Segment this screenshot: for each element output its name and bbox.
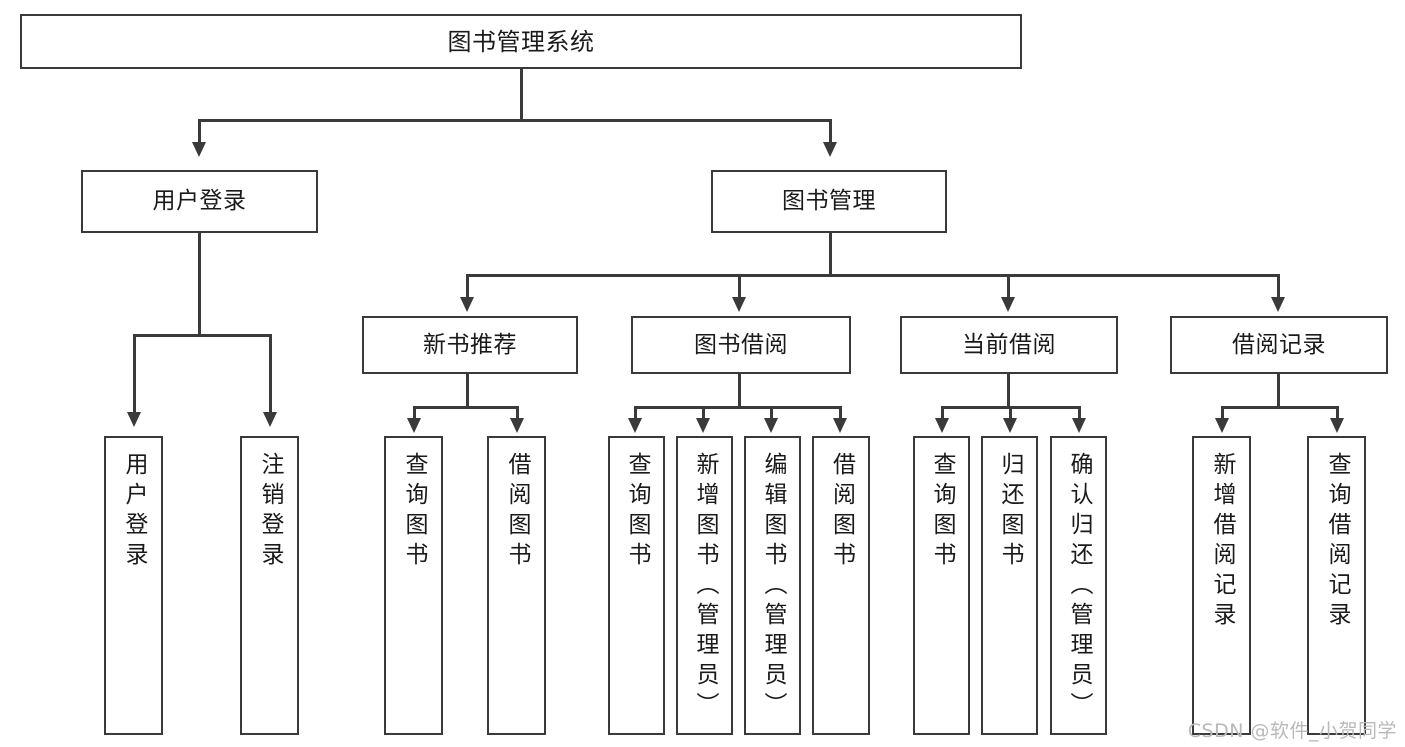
connector-drop-leaf-cb-return-book — [1009, 406, 1012, 420]
leaf-bb-query-book[interactable]: 查询图书 — [608, 436, 665, 735]
node-user-login[interactable]: 用户登录 — [81, 170, 318, 233]
node-label: 新增借阅记录 — [1209, 452, 1235, 632]
connector-drop-leaf-cb-confirm-return — [1078, 406, 1081, 420]
node-label: 注销登录 — [257, 452, 283, 572]
arrow-to-book-manage — [823, 142, 837, 157]
arrow-to-book-borrow — [732, 297, 746, 312]
node-borrow-record[interactable]: 借阅记录 — [1170, 316, 1388, 374]
connector-drop-leaf-br-add-record — [1221, 406, 1224, 420]
arrow-to-leaf-rec-borrow-book — [510, 418, 524, 433]
connector-drop-user-login — [198, 119, 201, 144]
node-label: 借阅记录 — [1232, 331, 1326, 358]
node-label: 图书管理 — [782, 188, 876, 215]
node-label: 查询图书 — [401, 452, 427, 572]
arrow-to-leaf-bb-add-book — [696, 418, 710, 433]
leaf-br-add-record[interactable]: 新增借阅记录 — [1192, 436, 1251, 735]
connector-new-book-recommend-bus — [413, 406, 519, 409]
connector-drop-leaf-rec-query-book — [413, 406, 416, 420]
arrow-to-leaf-bb-query-book — [628, 418, 642, 433]
connector-drop-leaf-rec-borrow-book — [516, 406, 519, 420]
connector-drop-borrow-record — [1277, 274, 1280, 299]
connector-drop-leaf-br-query-record — [1336, 406, 1339, 420]
leaf-cb-return-book[interactable]: 归还图书 — [981, 436, 1038, 735]
arrow-to-leaf-cb-confirm-return — [1072, 418, 1086, 433]
leaf-rec-borrow-book[interactable]: 借阅图书 — [487, 436, 546, 735]
node-root-book-management-system[interactable]: 图书管理系统 — [20, 14, 1022, 69]
connector-user-login-stem — [198, 233, 201, 335]
leaf-cb-query-book[interactable]: 查询图书 — [913, 436, 970, 735]
connector-drop-new-book-recommend — [466, 274, 469, 299]
arrow-to-leaf-cb-query-book — [935, 418, 949, 433]
connector-drop-current-borrow — [1007, 274, 1010, 299]
connector-current-borrow-stem — [1007, 374, 1010, 407]
node-label: 借阅图书 — [828, 452, 855, 572]
connector-book-borrow-bus — [634, 406, 841, 409]
connector-drop-leaf-user-login — [133, 334, 136, 414]
arrow-to-leaf-bb-edit-book — [764, 418, 778, 433]
leaf-user-logout[interactable]: 注销登录 — [240, 436, 299, 735]
node-label: 确认归还（管理员） — [1066, 452, 1092, 722]
node-label: 当前借阅 — [962, 331, 1056, 358]
leaf-bb-add-book[interactable]: 新增图书（管理员） — [676, 436, 733, 735]
connector-new-book-recommend-stem — [466, 374, 469, 407]
connector-borrow-record-bus — [1221, 406, 1338, 409]
node-label: 用户登录 — [152, 188, 247, 215]
arrow-to-leaf-br-query-record — [1330, 418, 1344, 433]
arrow-to-leaf-cb-return-book — [1003, 418, 1017, 433]
node-label: 查询图书 — [624, 452, 650, 572]
connector-drop-leaf-bb-borrow-book — [839, 406, 842, 420]
connector-borrow-record-stem — [1277, 374, 1280, 407]
arrow-to-user-login — [192, 142, 206, 157]
arrow-to-new-book-recommend — [460, 297, 474, 312]
leaf-user-login[interactable]: 用户登录 — [104, 436, 163, 735]
connector-user-login-bus — [133, 334, 271, 337]
node-current-borrow[interactable]: 当前借阅 — [900, 316, 1118, 374]
leaf-bb-borrow-book[interactable]: 借阅图书 — [812, 436, 870, 735]
arrow-to-leaf-user-logout — [263, 412, 277, 427]
leaf-br-query-record[interactable]: 查询借阅记录 — [1307, 436, 1366, 735]
connector-drop-book-manage — [829, 119, 832, 144]
connector-root-stem — [520, 69, 523, 120]
connector-drop-book-borrow — [738, 274, 741, 299]
arrow-to-leaf-user-login — [127, 412, 141, 427]
node-label: 查询借阅记录 — [1324, 452, 1350, 632]
connector-book-borrow-stem — [738, 374, 741, 407]
leaf-bb-edit-book[interactable]: 编辑图书（管理员） — [744, 436, 801, 735]
node-label: 图书借阅 — [694, 331, 788, 358]
leaf-rec-query-book[interactable]: 查询图书 — [384, 436, 443, 735]
connector-book-manage-bus — [466, 274, 1280, 277]
arrow-to-leaf-bb-borrow-book — [833, 418, 847, 433]
leaf-cb-confirm-return[interactable]: 确认归还（管理员） — [1050, 436, 1107, 735]
connector-drop-leaf-bb-add-book — [702, 406, 705, 420]
node-label: 新书推荐 — [423, 331, 517, 358]
csdn-watermark: CSDN @软件_小贺同学 — [1187, 720, 1397, 742]
arrow-to-leaf-rec-query-book — [407, 418, 421, 433]
connector-book-manage-stem — [829, 233, 832, 275]
node-label: 用户登录 — [121, 452, 147, 572]
node-new-book-recommend[interactable]: 新书推荐 — [362, 316, 578, 374]
node-label: 借阅图书 — [504, 452, 530, 572]
node-label: 查询图书 — [929, 452, 955, 572]
arrow-to-borrow-record — [1271, 297, 1285, 312]
arrow-to-leaf-br-add-record — [1215, 418, 1229, 433]
node-label: 新增图书（管理员） — [692, 452, 718, 722]
connector-root-bus — [198, 119, 832, 122]
connector-drop-leaf-bb-query-book — [634, 406, 637, 420]
node-label: 归还图书 — [997, 452, 1023, 572]
arrow-to-current-borrow — [1001, 297, 1015, 312]
connector-drop-leaf-cb-query-book — [941, 406, 944, 420]
node-label: 编辑图书（管理员） — [760, 452, 786, 722]
connector-drop-leaf-bb-edit-book — [770, 406, 773, 420]
node-label: 图书管理系统 — [447, 27, 595, 56]
node-book-manage[interactable]: 图书管理 — [711, 170, 947, 233]
node-book-borrow[interactable]: 图书借阅 — [631, 316, 851, 374]
connector-drop-leaf-user-logout — [269, 334, 272, 414]
